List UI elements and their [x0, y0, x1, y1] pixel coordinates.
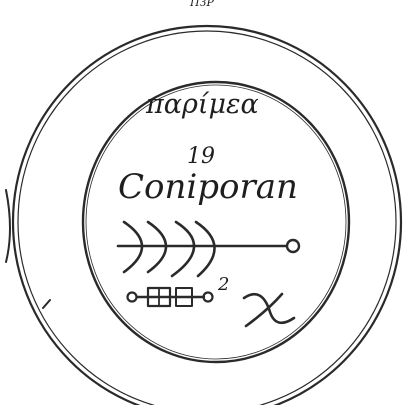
trident-arrow-glyph-icon	[118, 222, 299, 276]
spirit-name-text: Coniporan	[118, 167, 298, 207]
chi-label: χ	[0, 0, 1, 1]
side-arc-icon	[6, 190, 10, 262]
top-fragment-text: ПЗР	[189, 0, 214, 9]
name-line-text: παρίμεα	[145, 89, 259, 120]
key-glyph-icon	[128, 288, 213, 306]
stray-stroke	[43, 300, 50, 308]
chi-symbol-icon	[244, 294, 294, 326]
number-text: 19	[187, 144, 215, 169]
exponent-text: 2	[217, 274, 229, 295]
